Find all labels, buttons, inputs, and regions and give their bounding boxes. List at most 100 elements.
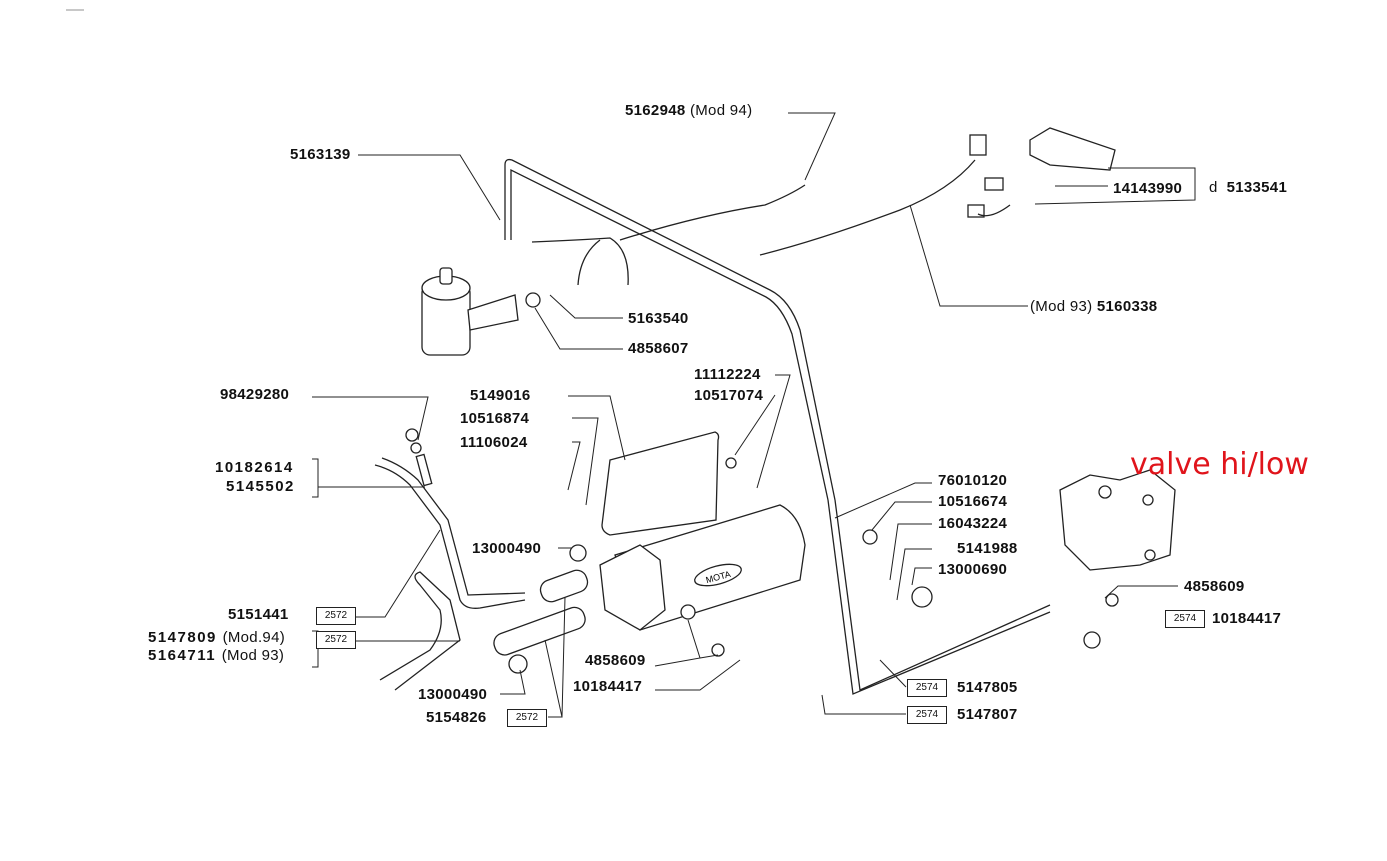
part-number: 10184417 [573, 678, 643, 695]
part-label[interactable]: 16043224 [938, 515, 1007, 532]
clamp-13000690 [911, 586, 933, 608]
part-label[interactable]: 5163139 [290, 146, 351, 163]
part-number: 10517074 [694, 387, 764, 404]
bolt [415, 453, 433, 487]
ref-box[interactable]: 2574 [907, 679, 947, 697]
part-label[interactable]: 5149016 [470, 387, 531, 404]
part-label[interactable]: 5147807 [957, 706, 1018, 723]
part-label[interactable]: 5147809 (Mod.94) [148, 629, 285, 646]
washer [405, 428, 419, 442]
ref-box[interactable]: 2572 [316, 631, 356, 649]
part-label[interactable]: d 5133541 [1209, 179, 1287, 196]
harness-mod93 [759, 159, 976, 256]
part-number: 13000690 [938, 561, 1008, 578]
clamp-13000490 [508, 654, 528, 674]
clamp-13000490 [569, 544, 587, 562]
part-number: 4858609 [585, 652, 646, 669]
part-label[interactable]: 13000490 [472, 540, 541, 557]
part-label[interactable]: 10182614 [215, 459, 294, 476]
part-number: 5162948 [625, 102, 686, 119]
switch-block-5133541 [1029, 127, 1116, 171]
part-number: 10184417 [1212, 610, 1282, 627]
bracket-5149016 [601, 431, 720, 536]
leader-lines [312, 112, 1196, 718]
banjo-fitting [1083, 631, 1101, 649]
part-label[interactable]: 5154826 [426, 709, 487, 726]
part-number: 16043224 [938, 515, 1008, 532]
part-label[interactable]: 5147805 [957, 679, 1018, 696]
washer-4858609-right [1105, 593, 1119, 607]
harness-mod94 [619, 184, 806, 241]
part-label[interactable]: 10517074 [694, 387, 763, 404]
y-pipe-5147809 [379, 571, 461, 691]
part-number: 5164711 [148, 647, 217, 664]
part-number: 10516874 [460, 410, 530, 427]
part-number: 5141988 [957, 540, 1018, 557]
heater-end-cap [599, 544, 666, 631]
part-number: 5163139 [290, 146, 351, 163]
part-number: 13000490 [418, 686, 488, 703]
part-label[interactable]: 10516674 [938, 493, 1007, 510]
part-number: 4858607 [628, 340, 689, 357]
part-number: 4858609 [1184, 578, 1245, 595]
part-label[interactable]: 5145502 [226, 478, 295, 495]
mota-badge-outline [694, 563, 742, 587]
part-note: (Mod 94) [689, 102, 753, 119]
ref-box[interactable]: 2574 [907, 706, 947, 724]
part-number: 14143990 [1113, 180, 1183, 197]
nut-10516674 [862, 529, 878, 545]
top-edge-mark [66, 9, 84, 11]
part-number: 5163540 [628, 310, 689, 327]
part-label[interactable]: 11106024 [460, 434, 527, 451]
part-note: (Mod.94) [222, 629, 285, 646]
part-number: 13000490 [472, 540, 542, 557]
part-label[interactable]: 13000490 [418, 686, 487, 703]
part-label[interactable]: 5163540 [628, 310, 689, 327]
part-label[interactable]: 10516874 [460, 410, 529, 427]
washer-4858609 [711, 643, 725, 657]
part-number: 5154826 [426, 709, 487, 726]
connector-left [967, 204, 985, 218]
part-label[interactable]: 10184417 [1212, 610, 1281, 627]
part-label[interactable]: 11112224 [694, 366, 761, 383]
part-label[interactable]: 10184417 [573, 678, 642, 695]
ref-box[interactable]: 2574 [1165, 610, 1205, 628]
ref-box[interactable]: 2572 [507, 709, 547, 727]
part-label[interactable]: 4858607 [628, 340, 689, 357]
part-number: 5147809 [148, 629, 217, 646]
part-number: 10182614 [215, 459, 294, 476]
part-label[interactable]: (Mod 93) 5160338 [1030, 298, 1157, 315]
part-label[interactable]: 5162948 (Mod 94) [625, 102, 752, 119]
part-label[interactable]: 76010120 [938, 472, 1007, 489]
part-number: 98429280 [220, 386, 290, 403]
part-number: 5147805 [957, 679, 1018, 696]
valve-annotation: valve hi/low [1130, 447, 1309, 482]
hose-upper [539, 569, 589, 603]
rigid-pipe-lower [834, 499, 1051, 691]
part-number: 5151441 [228, 606, 289, 623]
part-label[interactable]: 5141988 [957, 540, 1018, 557]
connector-top [969, 134, 987, 156]
part-label[interactable]: 13000690 [938, 561, 1007, 578]
solenoid-bracket [467, 294, 519, 331]
part-note: (Mod 93) [221, 647, 285, 664]
washer-4858607 [525, 292, 541, 308]
hose-lower [493, 606, 586, 656]
part-label[interactable]: 4858609 [585, 652, 646, 669]
part-label[interactable]: 14143990 [1113, 180, 1182, 197]
washer [410, 442, 422, 454]
part-number: 76010120 [938, 472, 1008, 489]
part-label[interactable]: 98429280 [220, 386, 289, 403]
part-number: 11106024 [460, 434, 528, 451]
part-label[interactable]: 4858609 [1184, 578, 1245, 595]
part-label[interactable]: 5151441 [228, 606, 289, 623]
part-number: 5160338 [1096, 298, 1158, 315]
washer-11112224 [725, 457, 737, 469]
ref-box[interactable]: 2572 [316, 607, 356, 625]
part-number: 10516674 [938, 493, 1008, 510]
part-label[interactable]: 5164711 (Mod 93) [148, 647, 284, 664]
pipe-5145502 [374, 464, 526, 609]
rigid-pipe-main [504, 158, 836, 501]
part-number: 5149016 [470, 387, 531, 404]
